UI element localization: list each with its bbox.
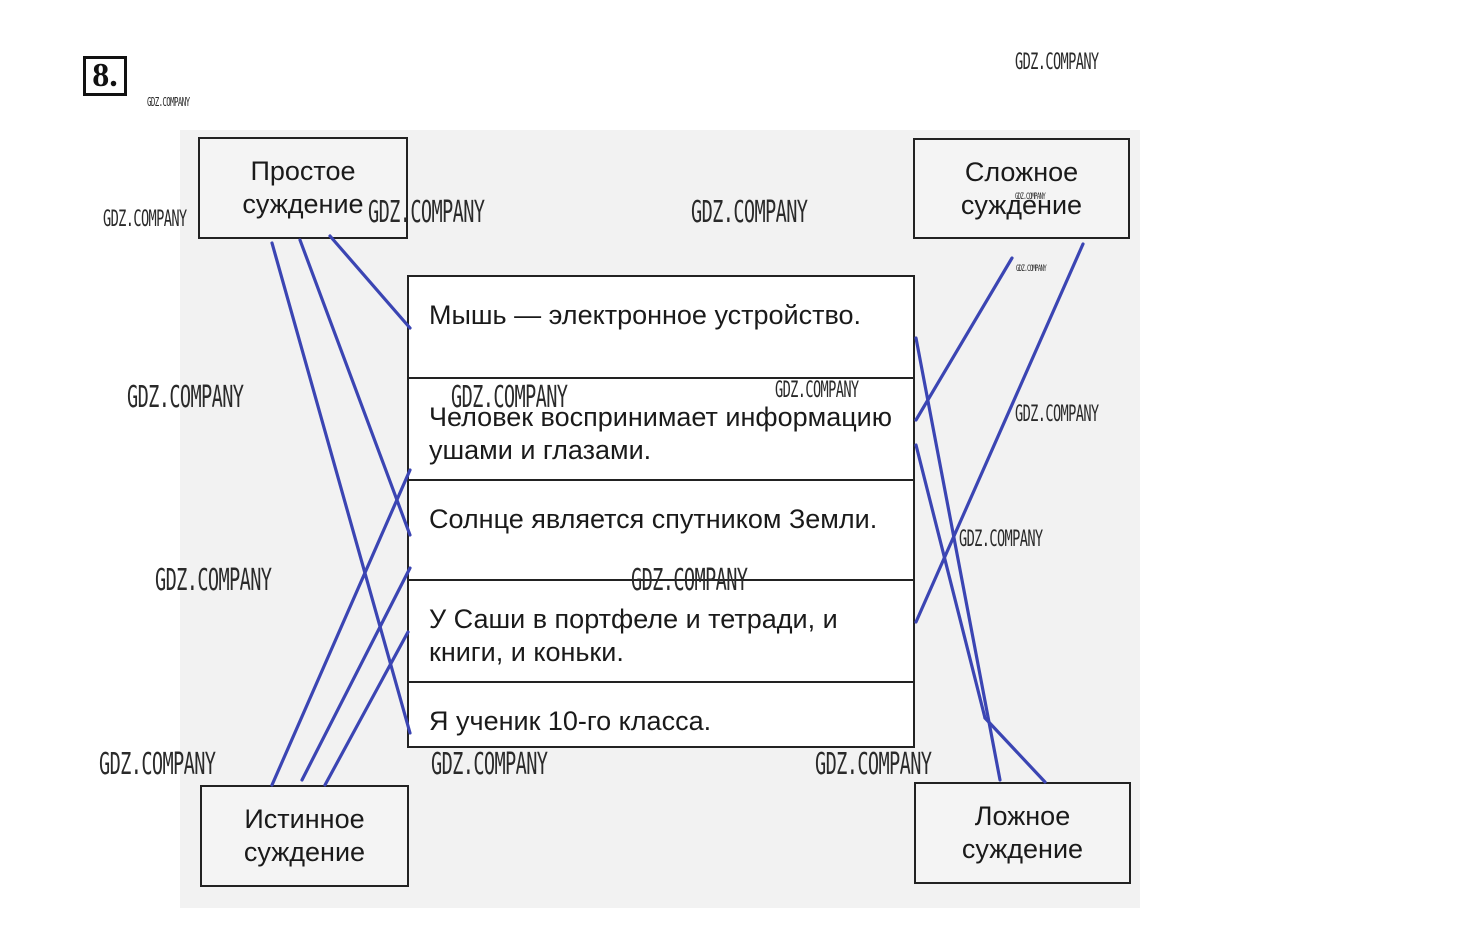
watermark: GDZ.COMPANY xyxy=(959,527,1043,552)
complex-judgment-box: Сложное суждение xyxy=(913,138,1130,239)
watermark: GDZ.COMPANY xyxy=(815,747,932,782)
watermark: GDZ.COMPANY xyxy=(1016,264,1047,274)
watermark: GDZ.COMPANY xyxy=(368,195,485,230)
statement-4: У Саши в портфеле и тетради, и книги, и … xyxy=(409,581,913,683)
watermark: GDZ.COMPANY xyxy=(775,378,859,403)
statement-2: Человек воспринимает информацию ушами и … xyxy=(409,379,913,481)
statement-1: Мышь — электронное устройство. xyxy=(409,277,913,379)
watermark: GDZ.COMPANY xyxy=(1015,50,1099,75)
simple-judgment-box: Простое суждение xyxy=(198,137,408,239)
statement-5: Я ученик 10-го класса. xyxy=(429,706,712,736)
watermark: GDZ.COMPANY xyxy=(103,207,187,232)
watermark: GDZ.COMPANY xyxy=(1015,192,1046,202)
statement-3: Солнце является спутником Земли. xyxy=(409,481,913,581)
watermark: GDZ.COMPANY xyxy=(155,563,272,598)
watermark: GDZ.COMPANY xyxy=(431,747,548,782)
statements-table: Мышь — электронное устройство. Человек в… xyxy=(407,275,915,748)
watermark: GDZ.COMPANY xyxy=(691,195,808,230)
task-number: 8. xyxy=(83,56,127,96)
watermark: GDZ.COMPANY xyxy=(631,563,748,598)
watermark: GDZ.COMPANY xyxy=(147,95,190,109)
watermark: GDZ.COMPANY xyxy=(1015,402,1099,427)
watermark: GDZ.COMPANY xyxy=(99,747,216,782)
true-judgment-box: Истинное суждение xyxy=(200,785,409,887)
watermark: GDZ.COMPANY xyxy=(127,380,244,415)
watermark: GDZ.COMPANY xyxy=(451,380,568,415)
false-judgment-box: Ложное суждение xyxy=(914,782,1131,884)
